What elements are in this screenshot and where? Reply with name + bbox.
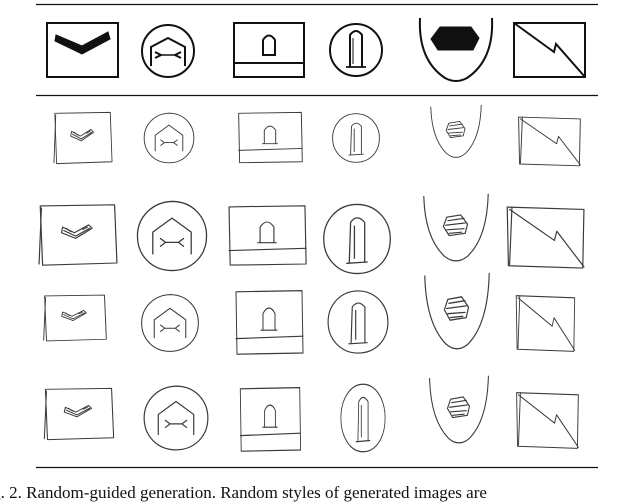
sketch-chevron	[43, 294, 107, 342]
sketch-lightning	[506, 206, 585, 269]
sketch-house	[143, 385, 209, 451]
reference-symbol-arch-door	[233, 22, 305, 78]
octagon-shape	[430, 26, 480, 51]
sketch-shield	[424, 272, 490, 350]
sketch-lightning	[515, 295, 576, 352]
sketch-door	[238, 111, 303, 164]
sketch-chevron	[43, 387, 115, 441]
sketch-lightning	[516, 392, 579, 449]
sketch-shield	[430, 104, 482, 158]
sketch-house	[143, 112, 195, 164]
chevron-shape	[54, 31, 111, 55]
sketch-chevron	[53, 111, 113, 165]
reference-symbol-lightning-diagonal	[513, 22, 586, 78]
sketch-lightning	[518, 116, 581, 167]
reference-symbol-shield-with-octagon	[418, 17, 494, 82]
sketch-pillar	[340, 383, 386, 453]
sketch-shield	[429, 375, 489, 444]
sketch-house	[136, 200, 208, 272]
generated-row-4	[43, 375, 579, 453]
sketch-shield	[423, 193, 489, 262]
generated-row-1	[53, 104, 581, 167]
generated-row-3	[43, 272, 576, 355]
generated-row-2	[38, 193, 585, 275]
sketch-door	[239, 387, 302, 452]
reference-symbol-house-in-circle	[141, 24, 195, 78]
sketch-pillar	[323, 203, 391, 275]
figure-caption: Fig. 2. Random-guided generation. Random…	[0, 484, 632, 502]
reference-symbol-pillar-in-circle	[329, 23, 383, 77]
sketch-pillar	[327, 290, 389, 354]
reference-row	[46, 17, 586, 82]
reference-symbol-chevron	[46, 22, 119, 78]
sketch-pillar	[332, 113, 380, 163]
figure-caption-text: Fig. 2. Random-guided generation. Random…	[0, 484, 487, 502]
sketch-chevron	[38, 204, 118, 266]
sketch-door	[235, 290, 304, 355]
sketch-door	[228, 205, 307, 266]
sketch-house	[141, 294, 199, 352]
